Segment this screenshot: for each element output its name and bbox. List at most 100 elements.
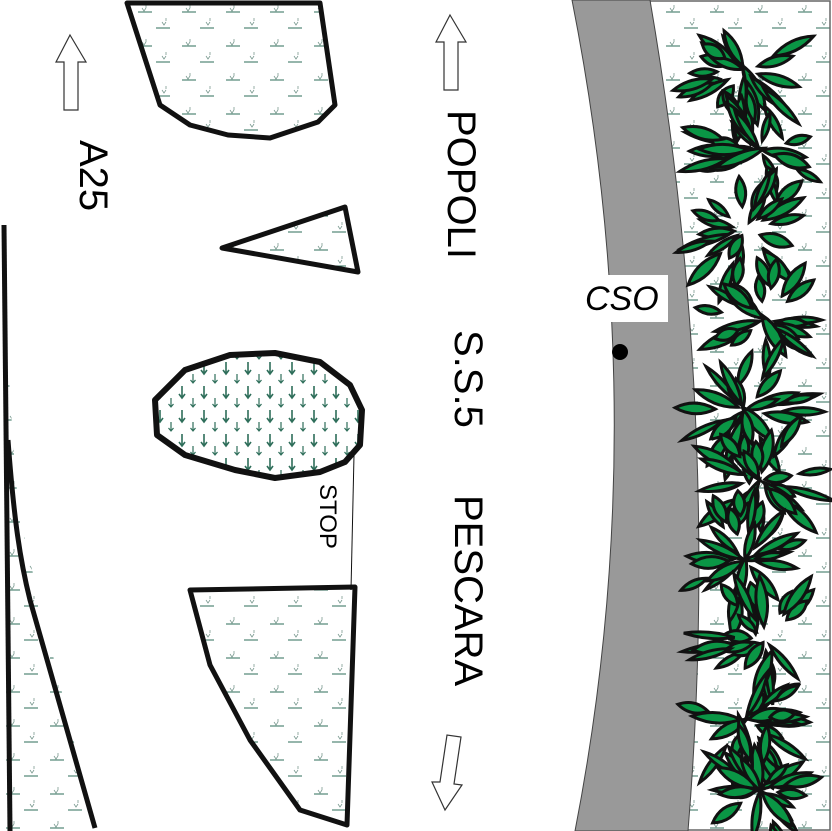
leaf [744, 87, 757, 125]
leaf [697, 457, 749, 477]
arrow-up-left-icon [55, 33, 88, 111]
leaf [769, 34, 818, 58]
leaf [752, 551, 788, 561]
leaf [669, 77, 716, 93]
leaf [700, 42, 727, 61]
leaf [758, 722, 772, 767]
leaf [729, 329, 753, 347]
leaf [740, 407, 755, 447]
leaf [679, 125, 726, 142]
leaf [694, 481, 747, 493]
leaf [712, 327, 741, 342]
leaf [760, 109, 772, 145]
road-shoulder [571, 0, 700, 831]
leaf [775, 787, 809, 801]
leaf [684, 647, 736, 662]
leaf [755, 196, 785, 222]
leaf [727, 233, 744, 261]
leaf [692, 304, 725, 316]
leaf [736, 721, 753, 764]
cso-label-box [580, 275, 668, 322]
stop-label: STOP [314, 484, 341, 549]
leaf [757, 231, 795, 249]
leaf [732, 488, 747, 518]
leaf [768, 822, 786, 831]
leaf [710, 801, 743, 825]
leaf [736, 613, 759, 635]
leaf [760, 195, 808, 222]
direction-north-label: POPOLI [439, 110, 483, 259]
leaf [754, 572, 770, 631]
leaf [743, 397, 782, 412]
leaf [712, 146, 769, 170]
leaf [753, 274, 767, 304]
leaf [736, 348, 754, 389]
leaf [683, 630, 736, 641]
leaf [743, 666, 771, 723]
direction-south-label: PESCARA [446, 495, 490, 686]
leaf [734, 173, 748, 210]
leaf [732, 107, 762, 152]
traffic-island-top [124, 0, 338, 141]
leaf [772, 683, 802, 703]
leaf [731, 255, 745, 289]
leaf [779, 413, 803, 449]
leaf [764, 762, 790, 786]
cso-point-marker [612, 344, 628, 360]
hedge-bushes [669, 27, 832, 831]
leaf [780, 393, 818, 405]
leaf [743, 640, 765, 671]
leaf [776, 538, 808, 552]
traffic-island-triangle [219, 204, 361, 275]
leaf [695, 142, 752, 157]
motorway-label: A25 [71, 140, 115, 211]
arrow-down-center-icon [431, 734, 464, 812]
left-verge [0, 224, 98, 831]
leaf [781, 573, 814, 618]
leaf [739, 755, 763, 794]
leaf [671, 401, 719, 416]
leaf [753, 558, 801, 572]
leaf [685, 251, 723, 288]
leaf [780, 260, 807, 299]
leaf [718, 358, 744, 408]
leaf [714, 766, 760, 790]
leaf [754, 72, 803, 89]
leaf [721, 282, 755, 311]
leaf [719, 582, 740, 608]
leaf [767, 708, 797, 723]
leaf [752, 507, 787, 551]
leaf [785, 278, 817, 304]
leaf [708, 524, 741, 556]
leaf [781, 773, 825, 789]
leaf [794, 167, 824, 184]
traffic-island-bottom [187, 584, 358, 828]
leaf [767, 213, 807, 227]
traffic-island-oval [152, 350, 365, 481]
leaf [752, 167, 772, 213]
leaf [760, 85, 803, 128]
leaf [760, 333, 787, 383]
leaf [696, 742, 729, 787]
leaf [677, 576, 710, 592]
leaf [762, 471, 794, 485]
leaf [783, 133, 813, 147]
leaf [755, 368, 783, 399]
leaf [704, 233, 741, 258]
leaf [711, 493, 729, 525]
leaf [671, 239, 715, 254]
leaf [706, 197, 732, 219]
leaf [690, 208, 722, 223]
stop-line [350, 454, 355, 591]
road-label: S.S.5 [446, 330, 490, 428]
leaf [795, 466, 832, 477]
leaf [716, 785, 760, 800]
leaf [766, 641, 801, 683]
leaf [766, 256, 781, 291]
leaf [742, 448, 760, 480]
leaf [718, 432, 742, 459]
leaf [731, 569, 757, 624]
leaf [771, 151, 812, 170]
